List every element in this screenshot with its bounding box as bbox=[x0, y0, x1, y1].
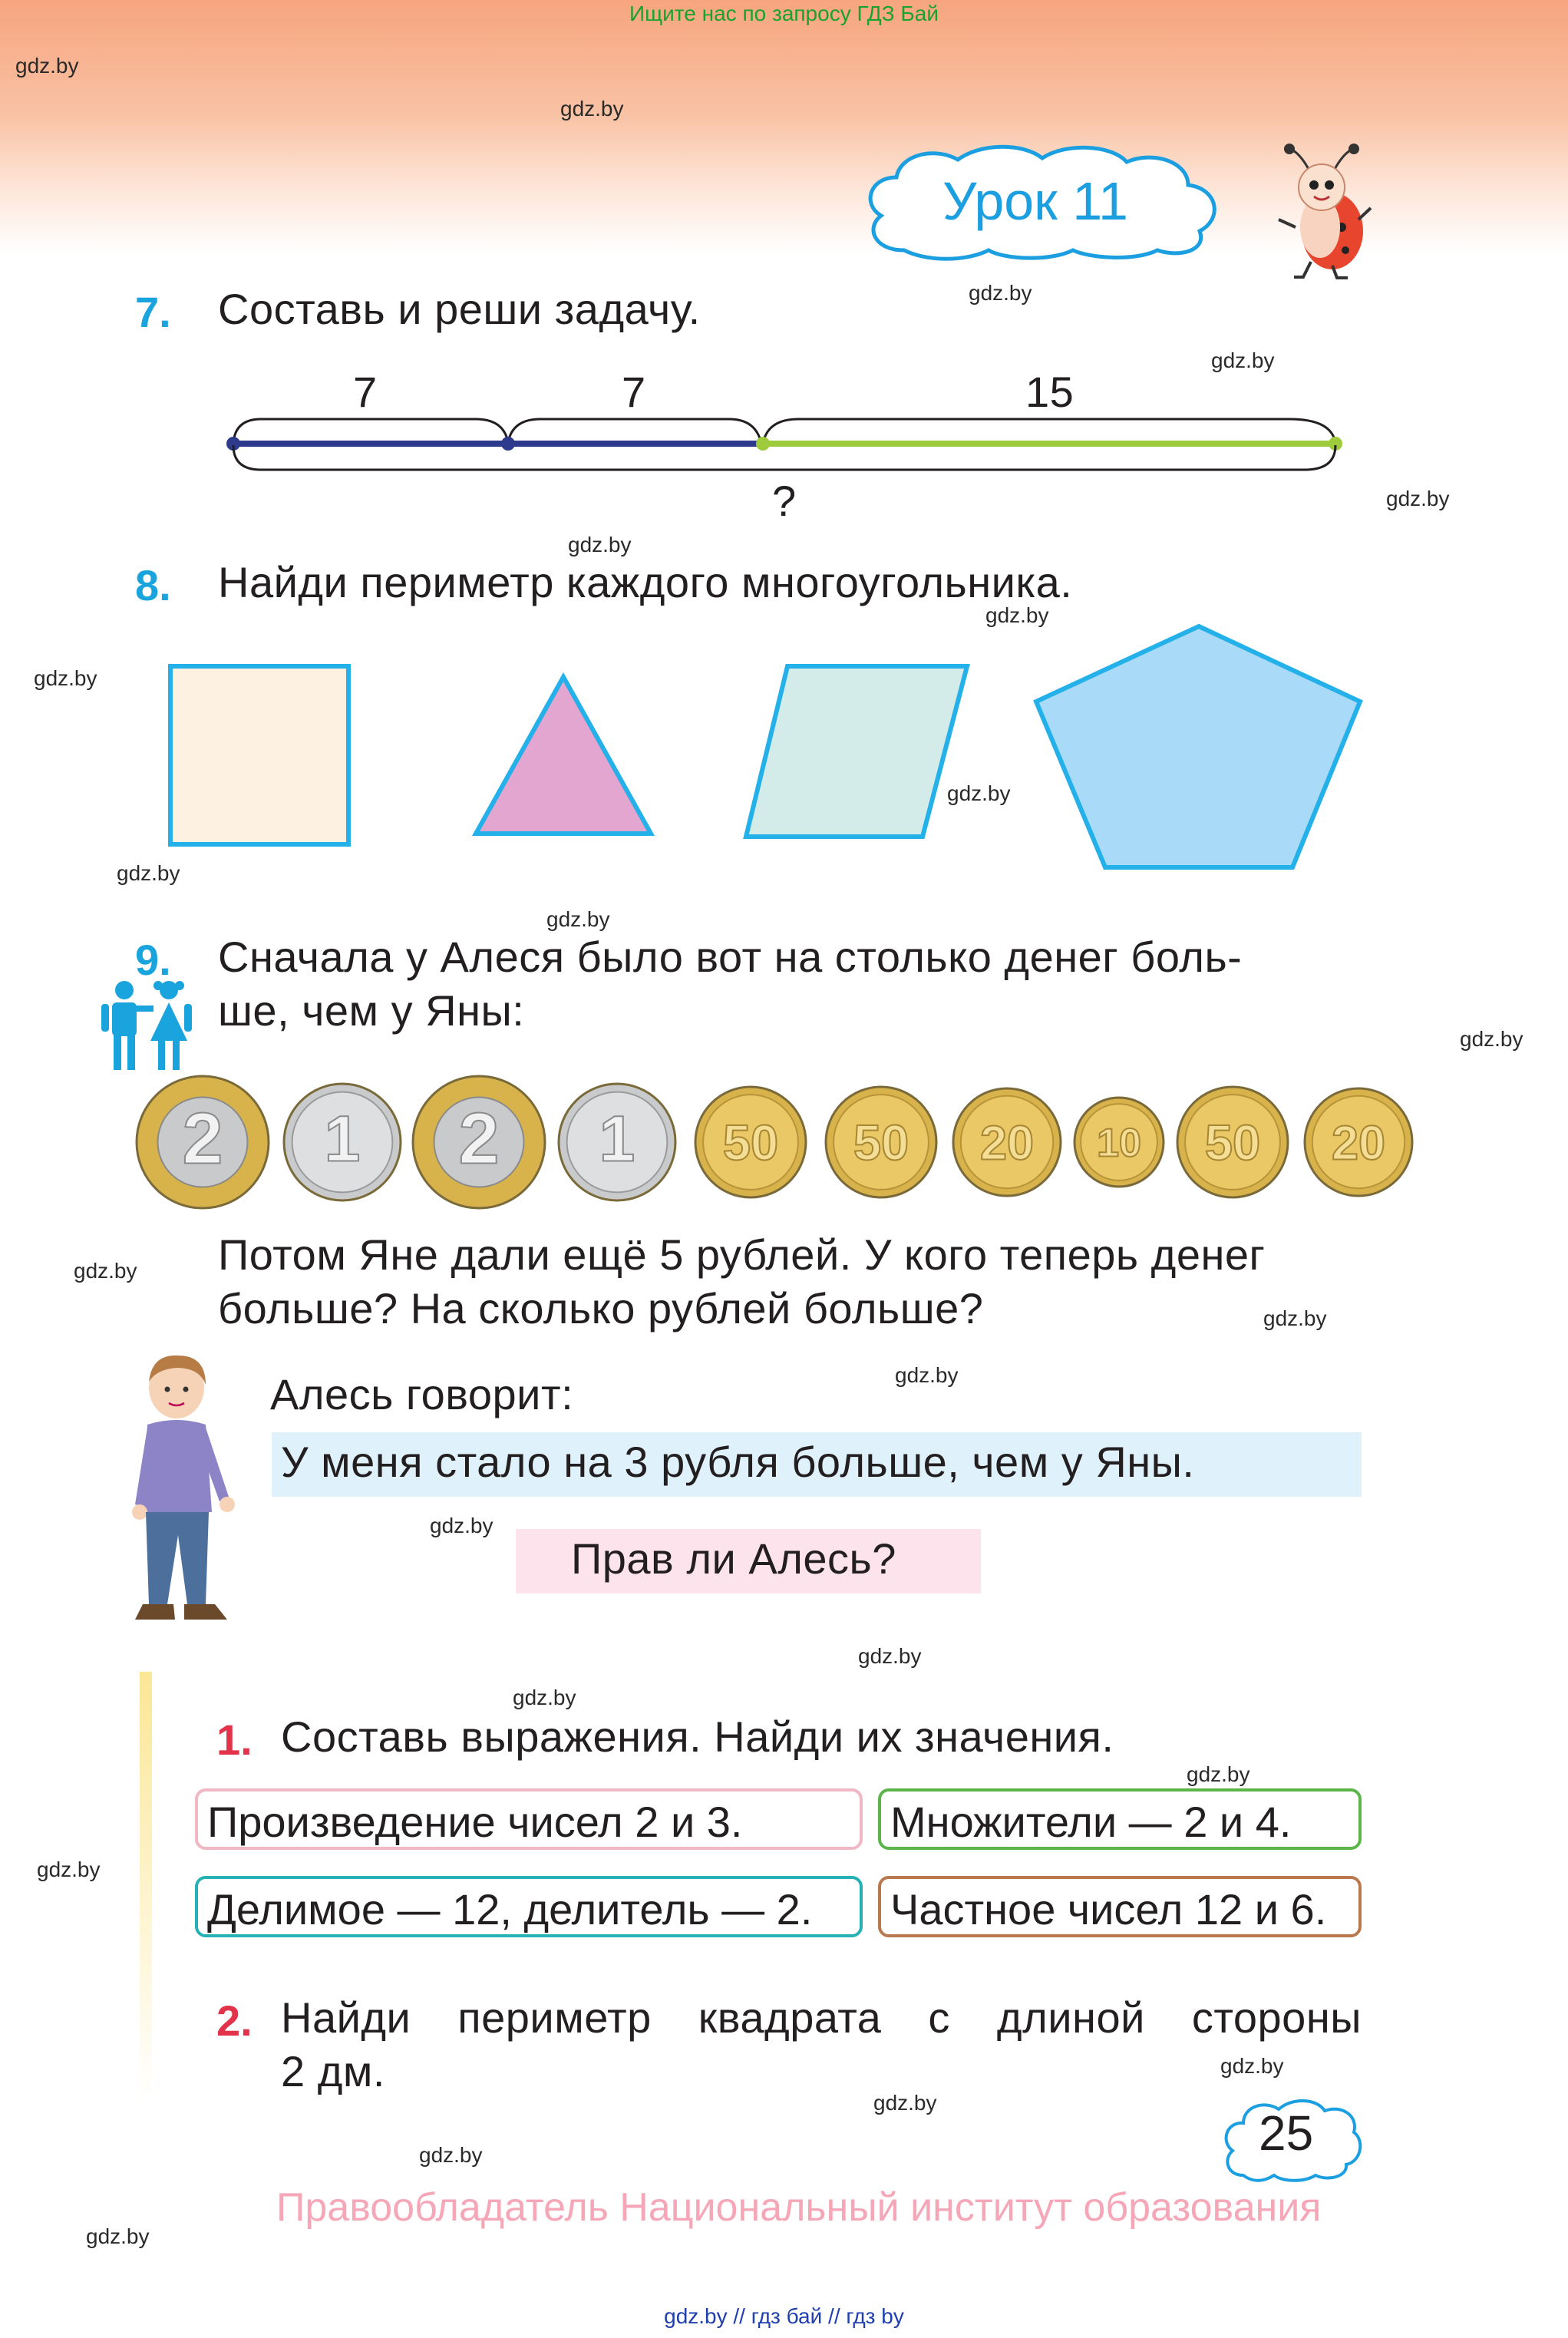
coin-value-label: 1 bbox=[599, 1102, 635, 1174]
coins-row: 2 1 2 1 50 50 20 10 50 20 bbox=[135, 1075, 1414, 1210]
watermark: gdz.by bbox=[568, 533, 632, 556]
total-question: ? bbox=[772, 477, 797, 525]
boy-icon bbox=[132, 1355, 235, 1620]
coin-value-label: 50 bbox=[853, 1115, 909, 1171]
coin-value-label: 50 bbox=[1205, 1115, 1260, 1171]
coin-value-label: 20 bbox=[980, 1116, 1034, 1170]
watermark: gdz.by bbox=[858, 1644, 922, 1668]
page-number: 25 bbox=[1259, 2105, 1314, 2161]
coin-20: 20 bbox=[1303, 1087, 1414, 1197]
speech-box bbox=[272, 1432, 1362, 1497]
task-9-line1: Сначала у Алеся было вот на столько дене… bbox=[218, 933, 1243, 981]
watermark: gdz.by bbox=[873, 2091, 937, 2115]
watermark: gdz.by bbox=[513, 1686, 576, 1709]
watermark: gdz.by bbox=[1187, 1762, 1250, 1786]
task-9-number: 9. bbox=[135, 936, 171, 984]
task-9-line2: ше, чем у Яны: bbox=[218, 986, 525, 1035]
coin-1: 1 bbox=[282, 1082, 402, 1202]
segment-label-1: 7 bbox=[353, 368, 378, 416]
extra-task-2-line1: Найди периметр квадрата с длиной стороны bbox=[281, 1993, 1362, 2042]
watermark: gdz.by bbox=[1263, 1306, 1327, 1330]
extra-task-1-number: 1. bbox=[216, 1716, 253, 1764]
coin-value-label: 20 bbox=[1332, 1116, 1385, 1170]
watermark: gdz.by bbox=[430, 1514, 494, 1537]
lesson-title: Урок 11 bbox=[942, 171, 1128, 231]
parallelogram-icon bbox=[743, 664, 970, 839]
watermark: gdz.by bbox=[1460, 1027, 1523, 1051]
extra-task-2-number: 2. bbox=[216, 1996, 253, 2045]
expression-card-4[interactable]: Частное чисел 12 и 6. bbox=[878, 1876, 1362, 1937]
pentagon-icon bbox=[1033, 623, 1363, 870]
segment-label-3: 15 bbox=[1025, 368, 1074, 416]
watermark: gdz.by bbox=[86, 2224, 150, 2248]
coin-value-label: 2 bbox=[459, 1098, 500, 1180]
coin-50: 50 bbox=[1176, 1085, 1289, 1199]
question-text: Прав ли Алесь? bbox=[571, 1534, 896, 1583]
watermark: gdz.by bbox=[34, 666, 97, 690]
watermark: gdz.by bbox=[419, 2143, 483, 2167]
watermark: gdz.by bbox=[560, 97, 624, 121]
boy-says: Алесь говорит: bbox=[270, 1370, 574, 1418]
children-icon bbox=[101, 981, 192, 1070]
expression-card-1[interactable]: Произведение чисел 2 и 3. bbox=[195, 1788, 863, 1850]
triangle-icon bbox=[471, 672, 655, 836]
watermark: gdz.by bbox=[985, 603, 1049, 627]
segment-label-2: 7 bbox=[622, 368, 646, 416]
expression-card-3[interactable]: Делимое — 12, делитель — 2. bbox=[195, 1876, 863, 1937]
task-8-number: 8. bbox=[135, 561, 171, 609]
watermark: gdz.by bbox=[1386, 487, 1450, 510]
coin-value-label: 1 bbox=[325, 1102, 361, 1174]
watermark: gdz.by bbox=[15, 54, 79, 78]
coin-value-label: 50 bbox=[723, 1115, 778, 1171]
square-icon bbox=[168, 664, 351, 847]
task-9-text2-line2: больше? На сколько рублей больше? bbox=[218, 1284, 984, 1332]
task-8-text: Найди периметр каждого многоугольника. bbox=[218, 558, 1073, 606]
coin-50: 50 bbox=[824, 1085, 938, 1199]
watermark: gdz.by bbox=[1211, 348, 1275, 372]
coin-10: 10 bbox=[1073, 1096, 1165, 1188]
lesson-cloud bbox=[868, 144, 1216, 261]
speech-text: У меня стало на 3 рубля больше, чем у Ян… bbox=[281, 1438, 1195, 1486]
coin-value-label: 2 bbox=[183, 1098, 223, 1180]
coin-50: 50 bbox=[694, 1085, 807, 1199]
watermark: gdz.by bbox=[1220, 2054, 1284, 2078]
watermark: gdz.by bbox=[895, 1363, 959, 1387]
task-9-text2-line1: Потом Яне дали ещё 5 рублей. У кого тепе… bbox=[218, 1230, 1266, 1279]
coin-2: 2 bbox=[411, 1075, 546, 1210]
watermark: gdz.by bbox=[37, 1858, 101, 1881]
coin-20: 20 bbox=[952, 1087, 1062, 1197]
watermark: gdz.by bbox=[117, 861, 180, 885]
watermark: gdz.by bbox=[546, 907, 610, 931]
extra-task-1-text: Составь выражения. Найди их значения. bbox=[281, 1712, 1114, 1761]
segment-diagram bbox=[226, 418, 1342, 471]
watermark: gdz.by bbox=[969, 281, 1032, 305]
footer-links[interactable]: gdz.by // гдз бай // гдз by bbox=[664, 2304, 904, 2328]
extra-task-2-line2: 2 дм. bbox=[281, 2047, 385, 2095]
ladybug-icon bbox=[1278, 144, 1372, 279]
watermark: gdz.by bbox=[74, 1259, 137, 1283]
top-banner[interactable]: Ищите нас по запросу ГДЗ Бай bbox=[629, 2, 939, 25]
task-7-number: 7. bbox=[135, 288, 171, 336]
copyright: Правообладатель Национальный институт об… bbox=[276, 2185, 1322, 2230]
page-number-cloud bbox=[1224, 2099, 1362, 2182]
coin-1: 1 bbox=[557, 1082, 677, 1202]
question-box bbox=[516, 1529, 981, 1593]
coin-2: 2 bbox=[135, 1075, 270, 1210]
expression-card-2[interactable]: Множители — 2 и 4. bbox=[878, 1788, 1362, 1850]
coin-value-label: 10 bbox=[1097, 1121, 1141, 1166]
extra-section-border bbox=[137, 1666, 741, 2102]
task-7-text: Составь и реши задачу. bbox=[218, 285, 701, 333]
watermark: gdz.by bbox=[947, 781, 1011, 805]
